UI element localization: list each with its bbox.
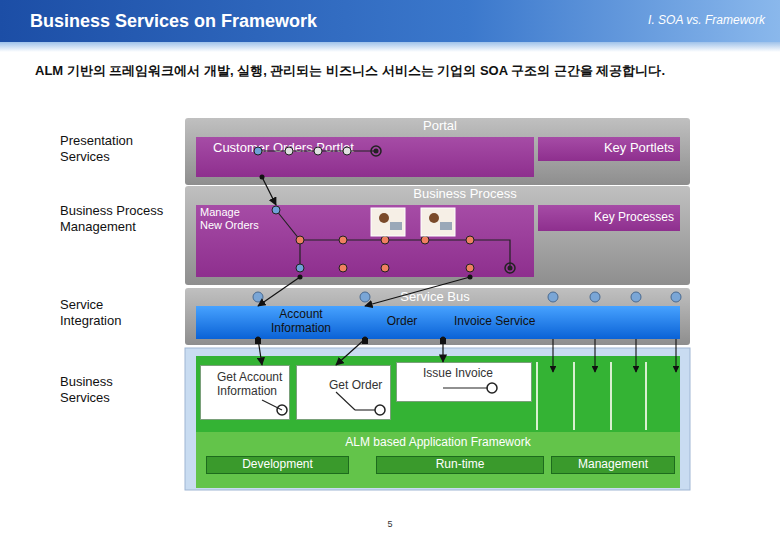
connector-group bbox=[365, 275, 473, 307]
subtitle: ALM 기반의 프레임워크에서 개발, 실행, 관리되는 비즈니스 서비스는 기… bbox=[35, 63, 775, 79]
bus-drop-lines bbox=[553, 339, 676, 372]
bus-ports bbox=[253, 292, 681, 344]
band-box: Service BusAccount Information Order Invoi… bbox=[185, 288, 690, 345]
connector-dot bbox=[256, 337, 261, 342]
node-text: Key Portlets bbox=[546, 141, 674, 156]
services-green-area bbox=[196, 356, 680, 432]
connector-group bbox=[336, 337, 368, 366]
node-text: Account Information bbox=[258, 308, 344, 336]
layer-label: Business Services bbox=[60, 374, 150, 405]
node-text: Portal bbox=[390, 119, 490, 134]
node-text: Business Process bbox=[380, 187, 550, 202]
service-bus: Account Information Order Invoice Service bbox=[196, 306, 680, 339]
header-bar bbox=[0, 0, 780, 42]
node-text: Development bbox=[207, 458, 348, 472]
connector bbox=[336, 339, 365, 365]
layer-label: Service Integration bbox=[60, 297, 150, 328]
node-text: Invoice Service bbox=[454, 315, 564, 329]
node-text: Issue Invoice bbox=[423, 367, 523, 381]
connector-dot bbox=[363, 337, 368, 342]
portlet-flow bbox=[254, 146, 381, 156]
node-text: Management bbox=[552, 458, 674, 472]
service-box: Get Account Information bbox=[200, 365, 290, 420]
band-box: Business ProcessManage New Orders Key Pro… bbox=[185, 186, 690, 285]
framework-box: Management bbox=[551, 456, 675, 474]
service-box: Issue Invoice bbox=[396, 362, 532, 402]
framework-box: Development bbox=[206, 456, 349, 474]
node-text: ALM based Application Framework bbox=[288, 436, 588, 450]
node-text: Key Processes bbox=[544, 211, 674, 225]
node-text: Service Bus bbox=[380, 290, 490, 305]
band-box: PortalCustomer Orders Portlet Key Portlet… bbox=[185, 118, 690, 185]
process-box: Key Processes bbox=[538, 205, 680, 231]
framework-box: Run-time bbox=[376, 456, 544, 474]
connector-group bbox=[260, 175, 277, 206]
page-title: Business Services on Framework bbox=[30, 11, 317, 33]
layer-label: Presentation Services bbox=[60, 133, 160, 164]
connector bbox=[365, 277, 470, 306]
connector-group bbox=[256, 337, 263, 366]
node-text: Run-time bbox=[377, 458, 543, 472]
connector bbox=[442, 339, 443, 362]
header-fade bbox=[0, 42, 780, 52]
connector-group bbox=[441, 337, 446, 363]
worker-picture bbox=[371, 208, 455, 236]
framework-band: ALM based Application FrameworkDevelopme… bbox=[196, 432, 680, 488]
connector-group bbox=[258, 275, 303, 307]
node-text: Order bbox=[382, 315, 422, 329]
connector-dot bbox=[260, 175, 265, 180]
node-text: Manage New Orders bbox=[200, 206, 264, 231]
portlet-box: Key Portlets bbox=[538, 137, 680, 161]
connector bbox=[262, 177, 276, 205]
service-box: Get Order bbox=[296, 365, 391, 420]
connector-dot bbox=[298, 275, 303, 280]
page-number: 5 bbox=[380, 519, 400, 530]
service-flow bbox=[262, 383, 497, 415]
node-text: Get Order bbox=[329, 379, 391, 393]
connector-dot bbox=[468, 275, 473, 280]
process-flow bbox=[272, 206, 515, 273]
portlet-box: Customer Orders Portlet bbox=[196, 137, 534, 177]
layer-label: Business Process Management bbox=[60, 203, 175, 234]
node-text: Customer Orders Portlet bbox=[213, 141, 463, 156]
process-box: Manage New Orders bbox=[196, 205, 534, 277]
connector bbox=[258, 339, 262, 365]
service-columns bbox=[537, 362, 646, 430]
section-label: I. SOA vs. Framework bbox=[560, 13, 765, 27]
connector bbox=[258, 277, 300, 306]
node-text: Get Account Information bbox=[217, 371, 291, 399]
services-panel bbox=[185, 348, 690, 490]
connector-dot bbox=[441, 337, 446, 342]
